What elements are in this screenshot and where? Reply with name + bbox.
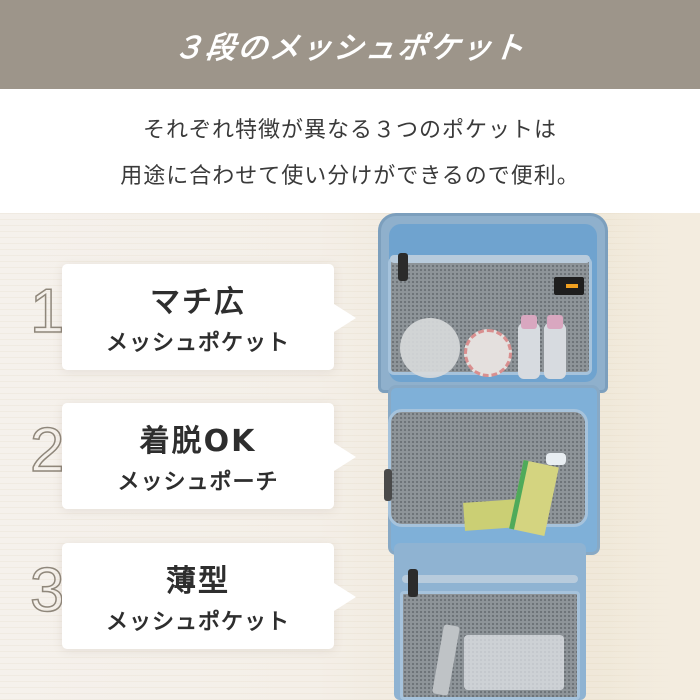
header-banner: ３段のメッシュポケット xyxy=(0,0,700,89)
intro-line-1: それぞれ特徴が異なる３つのポケットは xyxy=(142,118,557,143)
pocket-title: マチ広 xyxy=(150,285,246,320)
zipper-pull-icon xyxy=(384,469,392,501)
pocket-subtitle: メッシュポーチ xyxy=(117,470,279,495)
pocket-number-1: 1 xyxy=(29,276,65,347)
pocket-title: 着脱OK xyxy=(139,424,257,459)
zipper-3 xyxy=(402,575,578,583)
zipper-1 xyxy=(390,255,590,263)
travel-bottle xyxy=(518,315,540,379)
brand-tag-icon xyxy=(554,277,584,295)
pocket-subtitle: メッシュポケット xyxy=(105,331,290,356)
travel-bottle xyxy=(544,315,566,379)
cosmetic-jar xyxy=(400,318,460,378)
zipper-pull-icon xyxy=(398,253,408,281)
cosmetic-jar xyxy=(464,329,512,377)
tube-cap xyxy=(546,453,566,465)
pocket-callout-1: マチ広 メッシュポケット xyxy=(62,264,356,370)
pocket-number-2: 2 xyxy=(29,415,65,486)
pocket-number-3: 3 xyxy=(29,555,65,626)
intro-text: それぞれ特徴が異なる３つのポケットは 用途に合わせて使い分けができるので便利。 xyxy=(0,89,700,213)
intro-line-2: 用途に合わせて使い分けができるので便利。 xyxy=(120,164,580,189)
pocket-title: 薄型 xyxy=(166,564,230,599)
page-title: ３段のメッシュポケット xyxy=(171,30,528,66)
toiletry-bag-image xyxy=(378,213,608,700)
edge-fade xyxy=(610,213,700,700)
pocket-subtitle: メッシュポケット xyxy=(105,610,290,635)
clear-case xyxy=(464,635,564,690)
zipper-pull-icon xyxy=(408,569,418,597)
pocket-callout-3: 薄型 メッシュポケット xyxy=(62,543,356,649)
pocket-callout-2: 着脱OK メッシュポーチ xyxy=(62,403,356,509)
